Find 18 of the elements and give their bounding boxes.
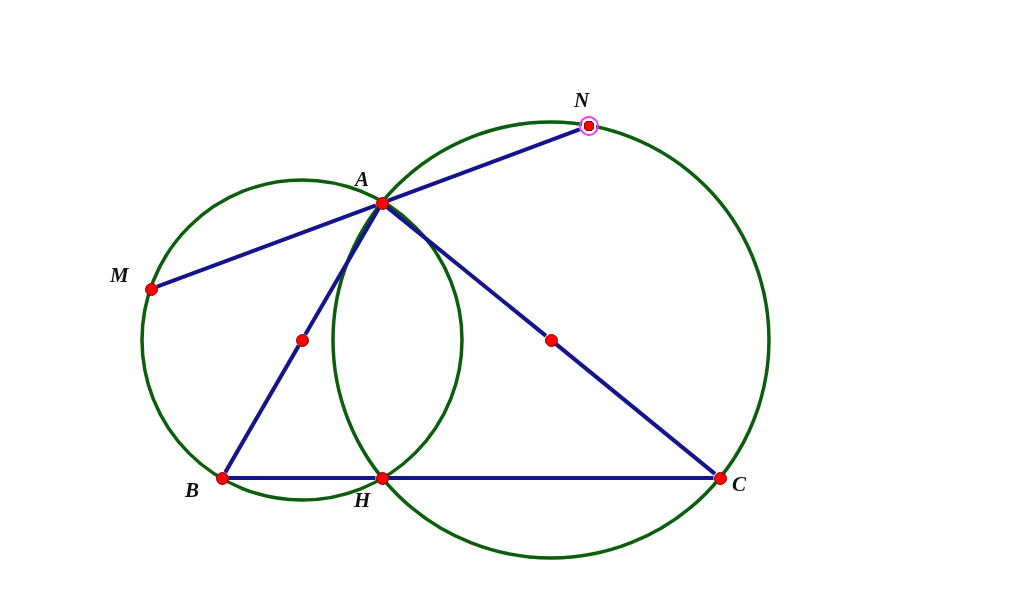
point-dot bbox=[295, 333, 309, 347]
point-label: N bbox=[574, 90, 590, 111]
line-segment bbox=[228, 476, 376, 480]
point-dot bbox=[144, 282, 158, 296]
line-segment bbox=[223, 344, 301, 474]
point-label: H bbox=[354, 490, 371, 511]
selected-point-dot bbox=[579, 116, 599, 136]
point-label: M bbox=[110, 265, 129, 286]
line-segment bbox=[303, 207, 381, 336]
line-segment bbox=[388, 476, 714, 480]
line-segment bbox=[387, 127, 581, 203]
point-dot bbox=[544, 333, 558, 347]
line-segment bbox=[554, 342, 717, 476]
line-segment bbox=[156, 203, 377, 289]
point-label: A bbox=[355, 169, 369, 190]
point-label: B bbox=[185, 480, 199, 501]
line-segment bbox=[385, 205, 548, 338]
point-label: C bbox=[732, 474, 746, 495]
